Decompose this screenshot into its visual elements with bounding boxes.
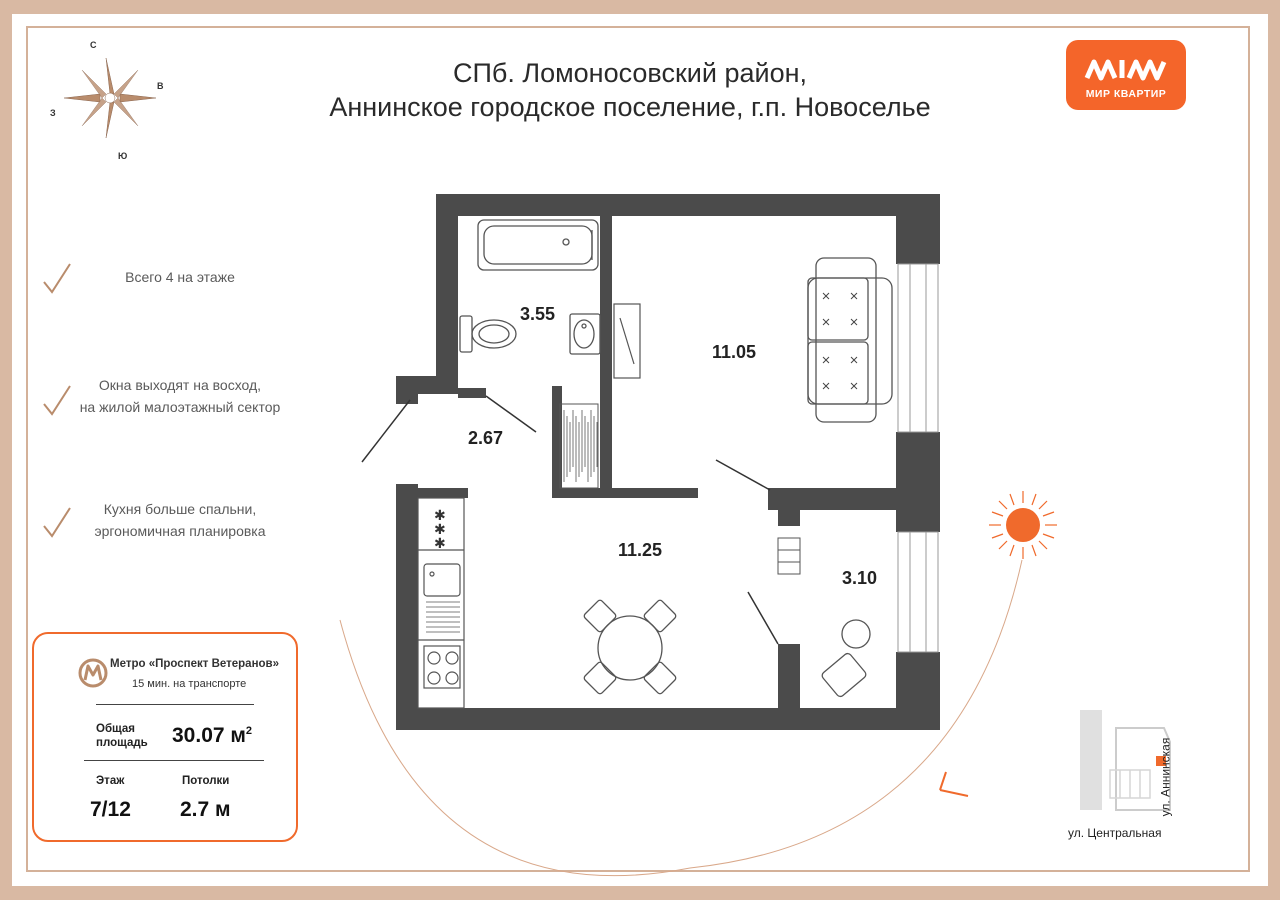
- area-label-line1: Общая: [96, 723, 135, 735]
- compass-north: С: [90, 40, 97, 50]
- compass-east: В: [157, 81, 164, 91]
- brand-logo: МИР КВАРТИР: [1066, 40, 1186, 110]
- page-title-line2: Аннинское городское поселение, г.п. Ново…: [329, 92, 931, 122]
- svg-text:✱: ✱: [434, 508, 446, 524]
- area-unit-sup: 2: [245, 725, 253, 737]
- area-value: 30.07 м2: [172, 724, 252, 748]
- feature-windows: Окна выходят на восход, на жилой малоэта…: [62, 374, 298, 418]
- metro-station-name: Метро «Проспект Ветеранов»: [110, 658, 280, 670]
- sun-icon: [989, 491, 1057, 559]
- divider: [84, 760, 264, 761]
- metro-logo-icon: [78, 658, 108, 688]
- feature-2-line2: на жилой малоэтажный сектор: [79, 399, 281, 415]
- logo-mark-icon: [1084, 59, 1167, 81]
- room-area-loggia: 3.10: [842, 568, 878, 588]
- page-title-line1: СПб. Ломоносовский район,: [453, 58, 807, 88]
- feature-3-line2: эргономичная планировка: [94, 523, 266, 539]
- feature-kitchen: Кухня больше спальни, эргономичная плани…: [70, 498, 290, 542]
- ceiling-label: Потолки: [182, 775, 230, 787]
- area-value-text: 30.07 м: [172, 724, 246, 747]
- floor-label: Этаж: [96, 775, 125, 787]
- feature-2-line1: Окна выходят на восход,: [98, 377, 262, 393]
- svg-text:✱: ✱: [434, 522, 446, 538]
- area-label: Общая площадь: [96, 722, 148, 750]
- feature-1-line1: Всего 4 на этаже: [125, 269, 235, 285]
- logo-text: МИР КВАРТИР: [1085, 88, 1167, 100]
- room-area-bathroom: 3.55: [520, 304, 556, 324]
- ceiling-value: 2.7 м: [180, 798, 231, 821]
- feature-floor-count: Всего 4 на этаже: [80, 266, 280, 288]
- check-icon: [43, 385, 71, 416]
- compass-west: З: [50, 108, 56, 118]
- feature-3-line1: Кухня больше спальни,: [103, 501, 257, 517]
- metro-travel-time: 15 мин. на транспорте: [132, 678, 247, 690]
- room-area-hallway: 2.67: [468, 428, 504, 448]
- street-anninskaya-label: ул. Аннинская: [1158, 737, 1173, 817]
- svg-text:✱: ✱: [434, 536, 446, 552]
- street-central-label: ул. Центральная: [1068, 826, 1162, 840]
- inner-frame: [26, 26, 1250, 872]
- wall-bottom: [396, 708, 940, 730]
- wall-left-upper: [436, 194, 458, 390]
- apartment-info-card: Метро «Проспект Ветеранов» 15 мин. на тр…: [32, 632, 298, 842]
- room-area-kitchen: 11.25: [618, 540, 663, 560]
- check-icon: [43, 263, 71, 294]
- wall-right: [896, 194, 940, 264]
- compass-south: Ю: [118, 151, 128, 161]
- room-area-bedroom: 11.05: [712, 342, 757, 362]
- floor-value: 7/12: [90, 798, 131, 821]
- check-icon: [43, 507, 71, 538]
- divider: [96, 704, 254, 705]
- wall-left-lower: [396, 484, 418, 730]
- wall-top: [436, 194, 940, 216]
- site-locator-icon: [1080, 710, 1171, 811]
- compass-rose-icon: [63, 57, 157, 139]
- area-label-line2: площадь: [96, 737, 148, 749]
